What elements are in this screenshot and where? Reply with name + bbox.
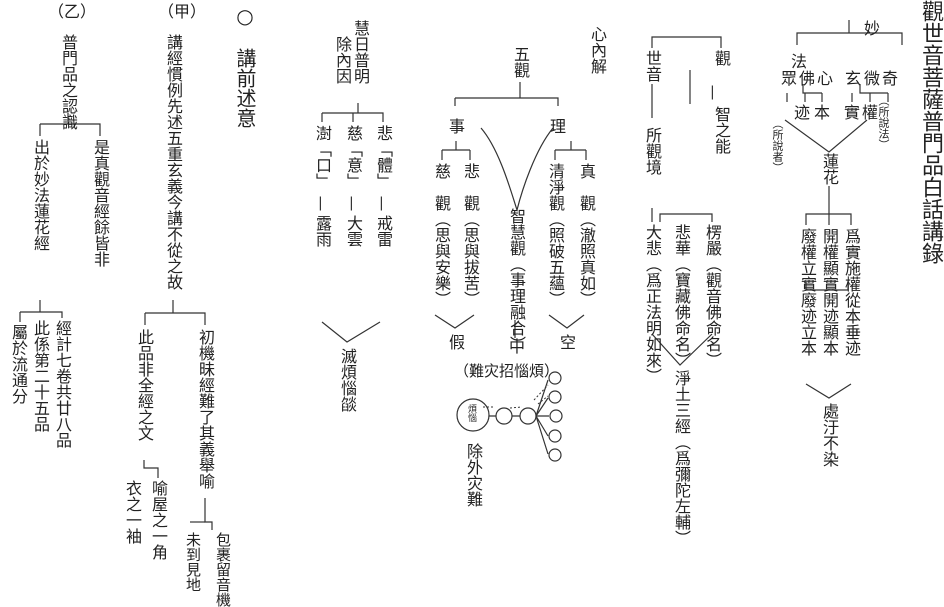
char-zhong: 眾	[778, 70, 797, 86]
char-shi: 事	[446, 118, 465, 134]
shizhen-guanyin: 是真觀音經餘皆非	[91, 139, 110, 267]
char-kong: 空	[557, 334, 576, 350]
char-wei: 微	[861, 70, 880, 86]
zhineng: 智之能	[712, 106, 731, 154]
dash-dayun: |	[349, 195, 354, 211]
char-qi: 奇	[879, 70, 898, 86]
nanzai-zhao-fannao: （難灾招惱煩）	[454, 362, 560, 380]
shu-kou: 澍「口」	[313, 125, 332, 189]
yizhi-yixiu: 衣之一袖	[123, 480, 142, 544]
char-miao: 妙	[861, 20, 880, 36]
huiri-puming: 慧日普明	[351, 20, 370, 84]
chuyu-miaofa: 出於妙法蓮花經	[31, 139, 50, 251]
line-kaiquan: 開權顯實開迹顯本	[820, 228, 839, 356]
dash-jie: |	[379, 195, 384, 211]
dabei: 大悲（爲正法明如來）	[643, 224, 662, 384]
line-weishi: 爲實施權從本垂迹	[842, 228, 861, 356]
ci-yi: 慈「意」	[344, 125, 363, 189]
dash-luyu: |	[318, 195, 323, 211]
xinneijie: 心內解	[588, 26, 607, 74]
note-suoshuozhe: （所說者）	[771, 118, 784, 173]
beihua: 悲華（寶藏佛命名）	[672, 224, 691, 368]
yi-text: 普門品之認識	[59, 34, 78, 130]
shiyin: 世音	[643, 50, 662, 82]
wuguan: 五觀	[511, 46, 530, 78]
label-jia: （甲）	[158, 2, 207, 21]
note-suoshuofa: （所說法）	[877, 95, 890, 150]
chuwu-bu-ran: 處汙不染	[820, 403, 839, 467]
page-title: 觀世音菩薩普門品白話講錄	[918, 0, 943, 264]
line-feiquan: 廢權立實廢迹立本	[798, 228, 817, 356]
char-fo: 佛	[796, 70, 815, 86]
char-xin: 心	[814, 70, 833, 86]
char-ben: 本	[811, 104, 830, 120]
char-jia: 假	[446, 334, 465, 350]
mie-fannao-yan: 滅煩惱燄	[338, 348, 357, 412]
char-ji: 迹	[791, 104, 810, 120]
jielei: 戒雷	[374, 215, 393, 247]
chuwai-zainan: 除外灾難	[464, 443, 483, 507]
chu-neiyin: 除內因	[333, 36, 352, 84]
shuyu-liutongfen: 屬於流通分	[9, 324, 28, 404]
luyu: 露雨	[313, 215, 332, 247]
jia-text: 講經慣例先述五重玄義今講不從之故	[164, 34, 183, 290]
zhenguan: 真 觀（澈照真如）	[577, 163, 596, 307]
bei-ti: 悲「體」	[374, 125, 393, 189]
lengyan: 楞嚴（觀音佛命名）	[703, 224, 722, 368]
char-shi: 實	[841, 104, 860, 120]
char-xuan: 玄	[842, 70, 861, 86]
char-guan: 觀	[712, 50, 731, 66]
qingjingguan: 清淨觀（照破五蘊）	[546, 163, 565, 307]
cixi-di25: 此係第二十五品	[31, 320, 50, 432]
ciguan: 慈 觀（思與安樂）	[432, 163, 451, 307]
lianhua: 蓮花	[820, 153, 839, 185]
label-yi: （乙）	[48, 2, 97, 21]
char-li: 理	[547, 118, 566, 134]
jingtu-sanjing: 淨土三經（爲彌陀左輔）	[672, 370, 691, 546]
char-zhong: 中	[506, 338, 525, 354]
yuwu-zhiyijiao: 喻屋之一角	[149, 480, 168, 560]
weidao-jiandi: 未到見地	[184, 532, 202, 592]
suoguanjing: 所觀境	[643, 127, 662, 175]
char-fa: 法	[788, 53, 807, 69]
zhihuiguan: 智慧觀（事理融合）	[507, 208, 526, 352]
cipin-feiquan: 此品非全經之文	[135, 329, 154, 441]
baoguo-liuyinji: 包裹留音機	[214, 532, 232, 607]
jingji-qijuan: 經計七卷共廿八品	[53, 320, 72, 448]
chuji-meijing: 初機昧經難了其義舉喻	[196, 329, 215, 489]
jiangqian-shuyi: ○ 講前述意	[233, 4, 257, 128]
dayun: 大雲	[344, 215, 363, 247]
fannao-circle-label: 煩惱	[466, 404, 476, 422]
beiguan: 悲 觀（思與拔苦）	[461, 163, 480, 307]
dash-1: |	[710, 84, 715, 100]
char-quan: 權	[859, 104, 878, 120]
